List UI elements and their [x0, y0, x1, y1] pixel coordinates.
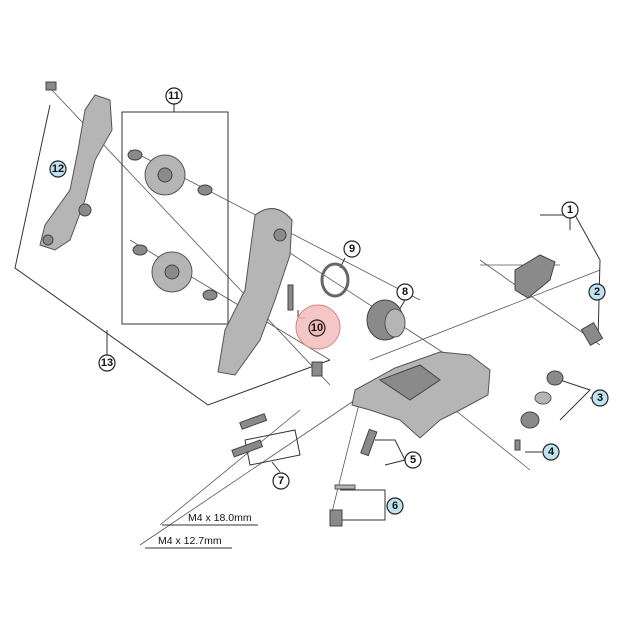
callout-3[interactable]: 3	[591, 389, 609, 407]
callout-4[interactable]: 4	[542, 443, 560, 461]
callout-6[interactable]: 6	[386, 497, 404, 515]
callout-label: 9	[349, 243, 355, 255]
lower-pulley	[132, 244, 218, 301]
callout-label: 2	[594, 286, 600, 298]
callout-label: 4	[548, 446, 555, 458]
upper-pulley	[127, 149, 213, 196]
callout-label: 7	[278, 475, 284, 487]
main-body	[351, 351, 491, 439]
inner-cage-plate	[217, 208, 323, 377]
callout-8[interactable]: 8	[396, 283, 414, 301]
callout-label: 11	[168, 90, 180, 102]
callout-label: 13	[101, 357, 113, 369]
callout-2[interactable]: 2	[588, 283, 606, 301]
b-axle-unit	[514, 254, 604, 346]
callout-label: 3	[597, 392, 603, 404]
bolt-spec-short: M4 x 12.7mm	[158, 535, 222, 547]
callout-13[interactable]: 13	[98, 354, 116, 372]
callout-5[interactable]: 5	[404, 451, 422, 469]
callout-label: 10	[311, 322, 323, 334]
callout-11[interactable]: 11	[165, 87, 183, 105]
bracket-lines	[14, 104, 601, 521]
callout-9[interactable]: 9	[343, 240, 361, 258]
bolt-spec-long: M4 x 18.0mm	[188, 512, 252, 524]
callout-10[interactable]: 10	[308, 319, 326, 337]
callout-label: 5	[410, 454, 416, 466]
bolts	[231, 413, 378, 527]
tension-spring	[366, 299, 406, 341]
callout-label: 1	[567, 204, 573, 216]
outer-cage-plate	[39, 81, 113, 251]
callout-label: 6	[392, 500, 398, 512]
callout-1[interactable]: 1	[561, 201, 579, 219]
callout-12[interactable]: 12	[49, 160, 67, 178]
callout-label: 8	[402, 286, 408, 298]
callout-7[interactable]: 7	[272, 472, 290, 490]
callout-label: 12	[52, 163, 64, 175]
adjust-parts	[514, 370, 564, 451]
spring-ring	[320, 262, 350, 298]
